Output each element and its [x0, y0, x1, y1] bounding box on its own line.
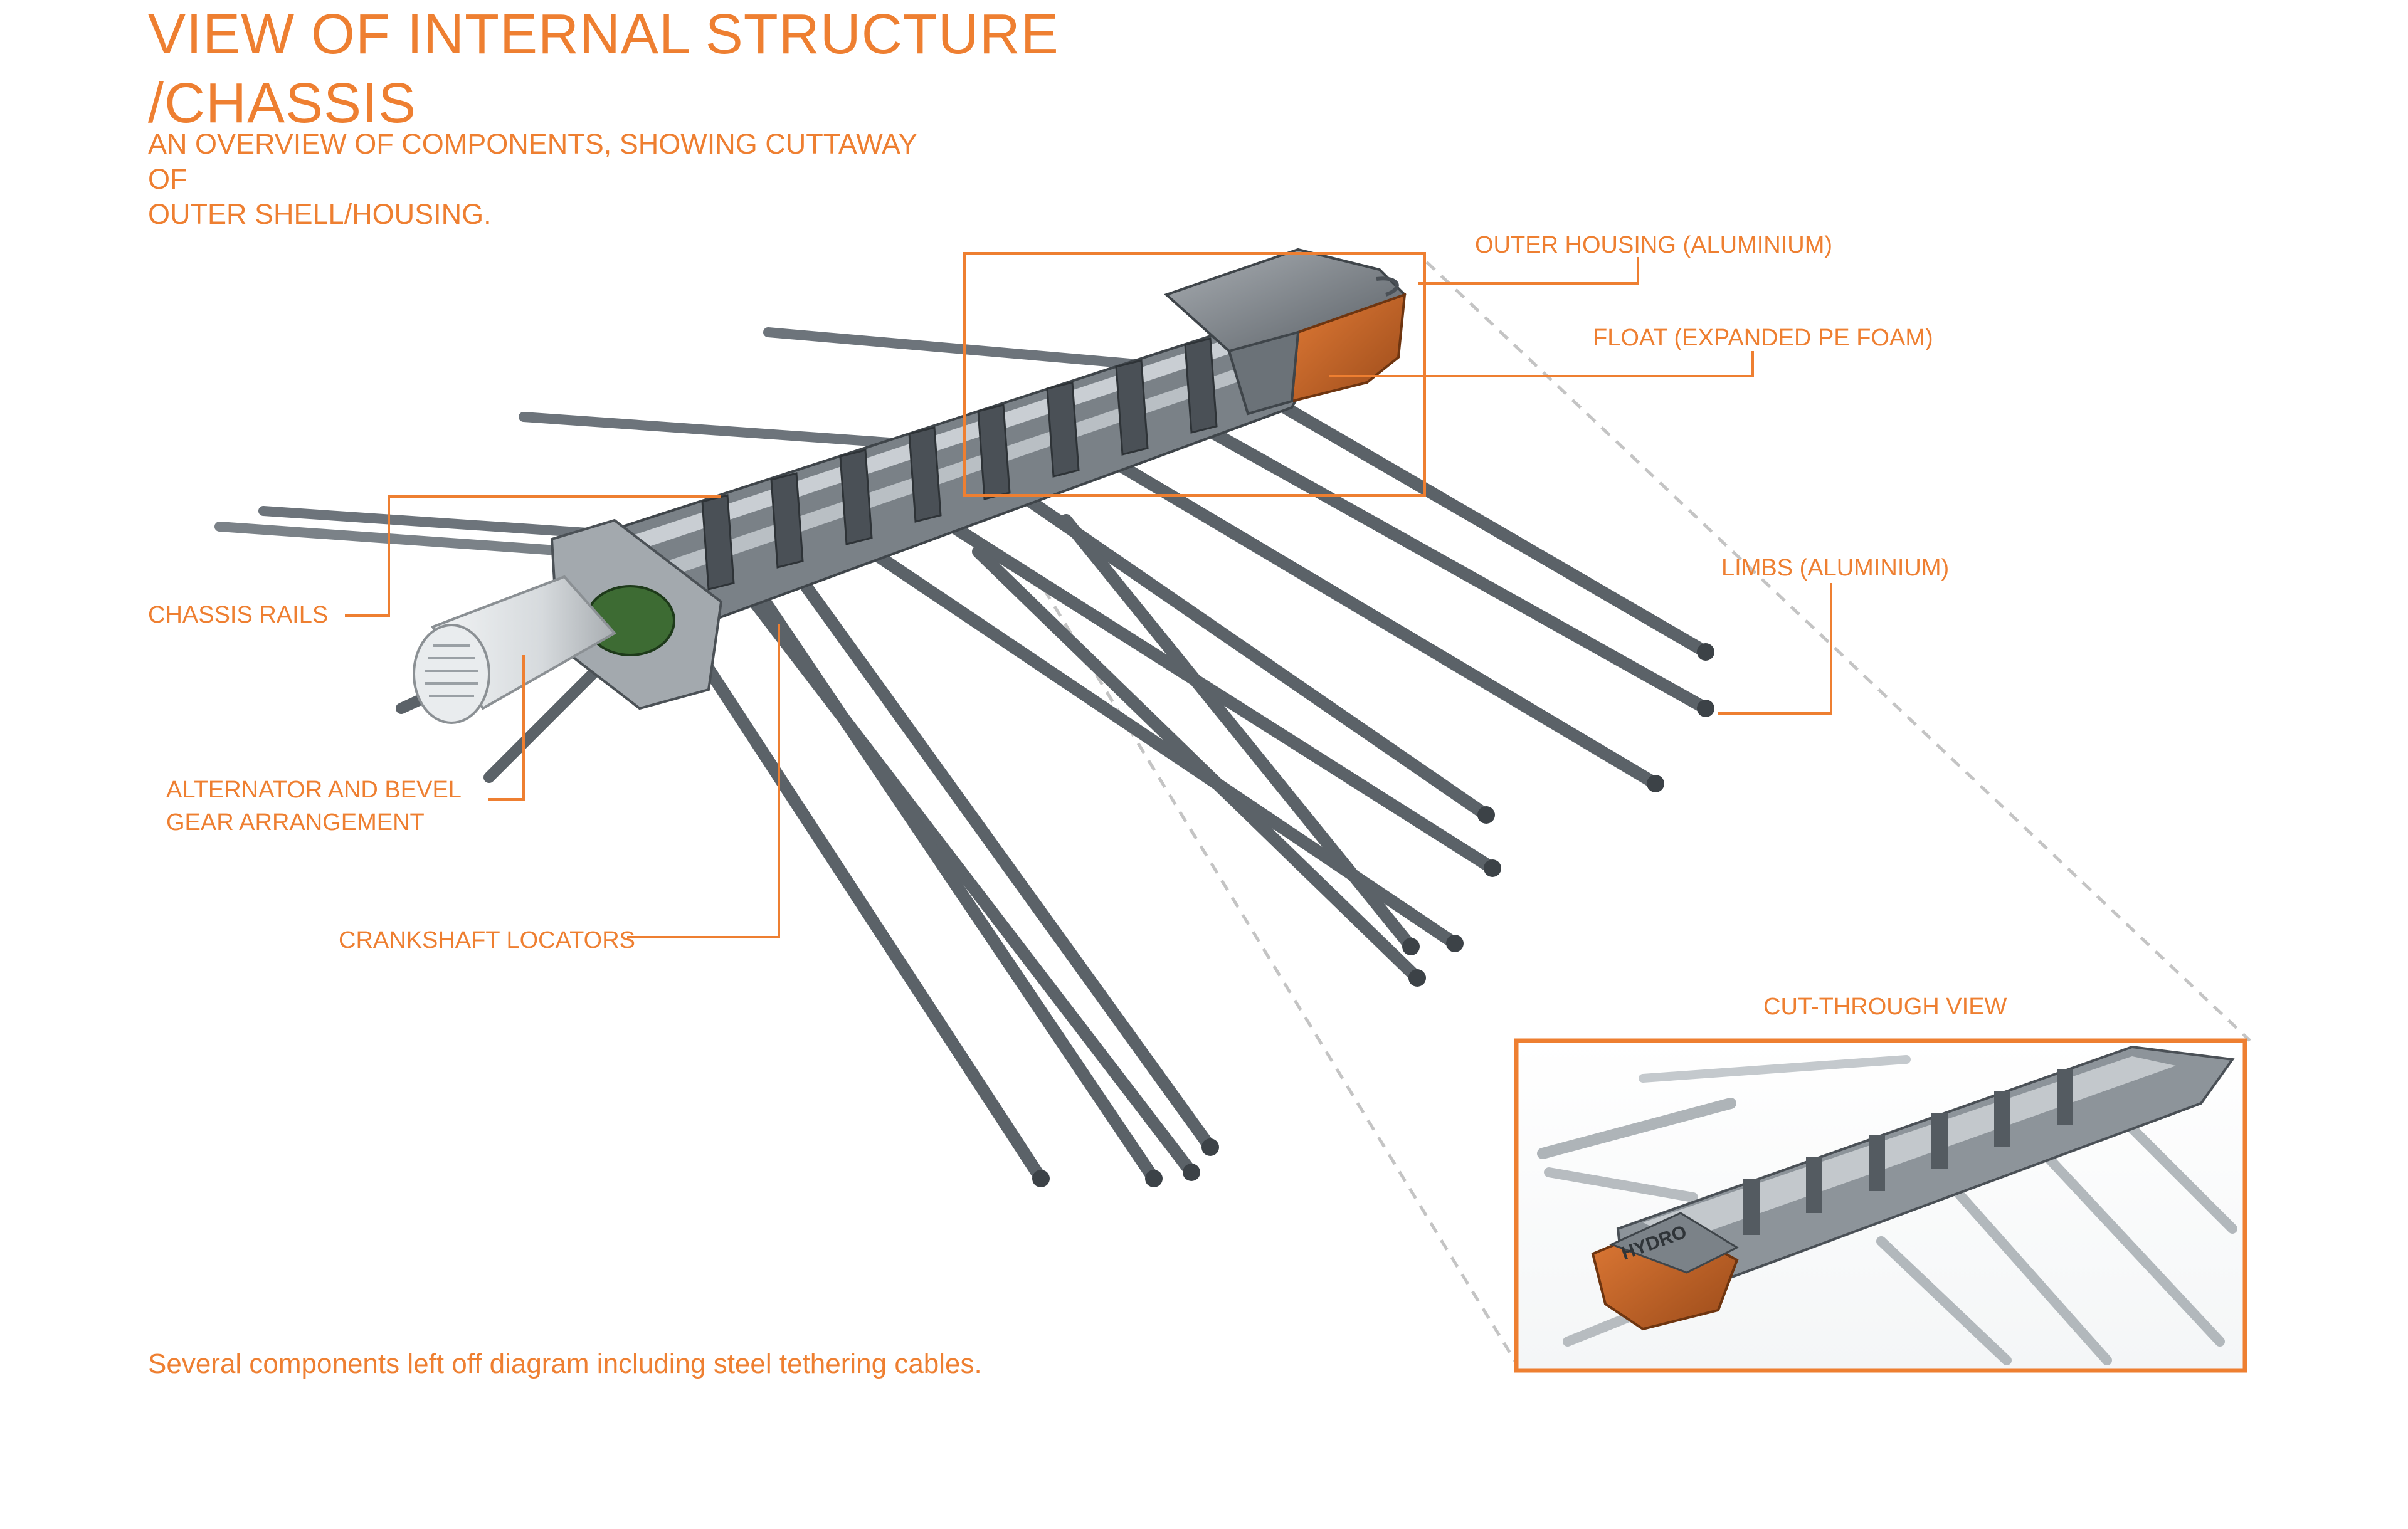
- footnote: Several components left off diagram incl…: [148, 1348, 982, 1379]
- alternator-assembly: [413, 518, 723, 724]
- title-line-2: /CHASSIS: [148, 72, 417, 135]
- leader-lines: [345, 257, 1832, 938]
- cut-through-inset: HYDRO: [1514, 1038, 2247, 1373]
- label-limbs: LIMBS (ALUMINIUM): [1721, 555, 1950, 581]
- label-chassis-rails: CHASSIS RAILS: [148, 602, 329, 628]
- subtitle-line-2: OUTER SHELL/HOUSING.: [148, 198, 492, 230]
- title-line-1: VIEW OF INTERNAL STRUCTURE: [148, 3, 1059, 66]
- subtitle-line-1: AN OVERVIEW OF COMPONENTS, SHOWING CUTTA…: [148, 128, 917, 195]
- page-title: VIEW OF INTERNAL STRUCTURE /CHASSIS: [148, 0, 1089, 138]
- label-alternator-line-2: GEAR ARRANGEMENT: [166, 809, 425, 836]
- label-cut-through-view: CUT-THROUGH VIEW: [1763, 994, 2007, 1020]
- housing-detail-frame: [963, 252, 1426, 497]
- label-outer-housing: OUTER HOUSING (ALUMINIUM): [1475, 232, 1832, 258]
- label-float: FLOAT (EXPANDED PE FOAM): [1593, 325, 1933, 351]
- label-alternator-line-1: ALTERNATOR AND BEVEL: [166, 777, 462, 803]
- housing-and-float: [1164, 248, 1407, 416]
- label-crankshaft-locators: CRANKSHAFT LOCATORS: [339, 927, 635, 954]
- label-alternator: ALTERNATOR AND BEVEL GEAR ARRANGEMENT: [166, 774, 462, 839]
- chassis-body: [562, 324, 1325, 635]
- page-subtitle: AN OVERVIEW OF COMPONENTS, SHOWING CUTTA…: [148, 127, 963, 232]
- zoom-guide-lines: [1042, 261, 2251, 1372]
